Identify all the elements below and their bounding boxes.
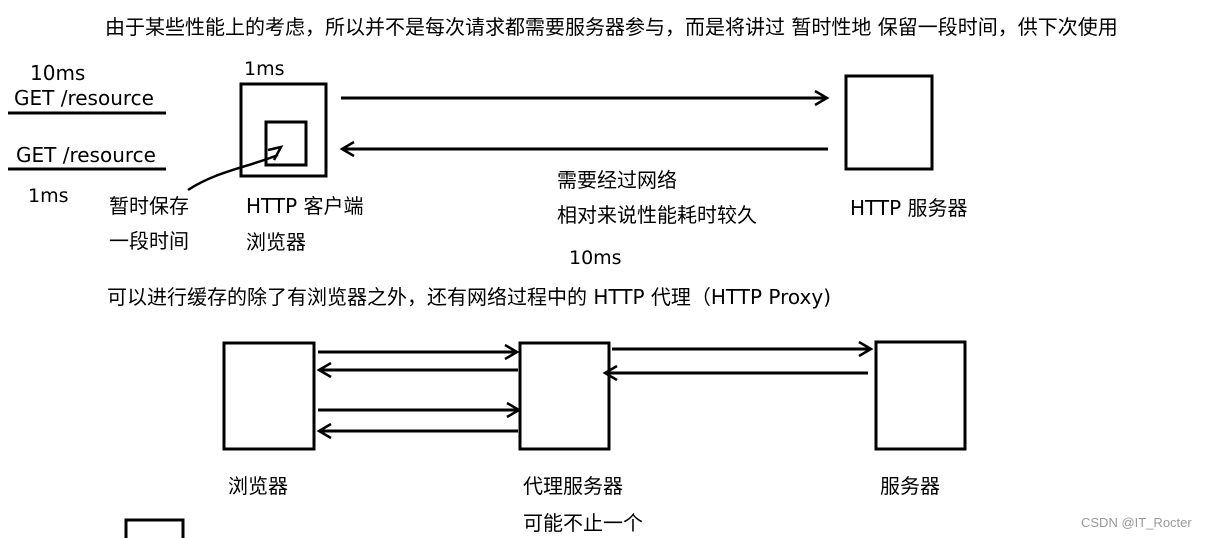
get-request-label-2: GET /resource xyxy=(16,143,156,167)
network-note-line-1: 需要经过网络 xyxy=(557,168,677,192)
time-10ms-left: 10ms xyxy=(30,61,86,85)
origin-server-box xyxy=(874,340,967,451)
proxy-to-server-arrowhead xyxy=(858,340,874,358)
browser-to-proxy-arrowhead-1 xyxy=(504,343,520,361)
time-10ms-network: 10ms xyxy=(569,247,622,269)
request-arrowhead xyxy=(814,89,830,107)
cache-pointer-arrowhead xyxy=(267,145,284,161)
browser-label: 浏览器 xyxy=(228,474,288,498)
get-request-label-1: GET /resource xyxy=(14,86,154,110)
cache-pointer-arrow xyxy=(187,153,279,192)
proxy-intro-text: 可以进行缓存的除了有浏览器之外，还有网络过程中的 HTTP 代理（HTTP Pr… xyxy=(107,285,832,309)
watermark: CSDN @IT_Rocter xyxy=(1081,515,1192,530)
response-arrowhead xyxy=(339,140,355,158)
network-note-line-2: 相对来说性能耗时较久 xyxy=(557,203,757,227)
proxy-to-browser-arrowhead-1 xyxy=(316,361,332,379)
intro-text: 由于某些性能上的考虑，所以并不是每次请求都需要服务器参与，而是将讲过 暂时性地 … xyxy=(105,15,1118,39)
cut-off-box xyxy=(124,518,185,538)
cache-note-line-2: 一段时间 xyxy=(109,229,189,253)
server-to-proxy-arrowhead xyxy=(602,364,618,382)
cache-box xyxy=(264,120,308,167)
http-client-label: HTTP 客户端 xyxy=(246,194,364,218)
http-client-box xyxy=(239,82,328,178)
proxy-server-label: 代理服务器 xyxy=(523,474,623,498)
http-server-label: HTTP 服务器 xyxy=(850,196,968,220)
http-server-box xyxy=(844,74,934,171)
proxy-to-browser-arrowhead-2 xyxy=(316,422,332,440)
cache-note-line-1: 暂时保存 xyxy=(109,194,189,218)
browser-to-proxy-arrowhead-2 xyxy=(506,401,522,419)
proxy-box xyxy=(518,341,611,451)
origin-server-label: 服务器 xyxy=(880,474,940,498)
time-1ms-left: 1ms xyxy=(28,185,69,207)
browser-box xyxy=(222,341,316,451)
proxy-note-label: 可能不止一个 xyxy=(523,511,643,535)
browser-label-top: 浏览器 xyxy=(246,230,306,254)
time-1ms-client: 1ms xyxy=(244,58,285,80)
